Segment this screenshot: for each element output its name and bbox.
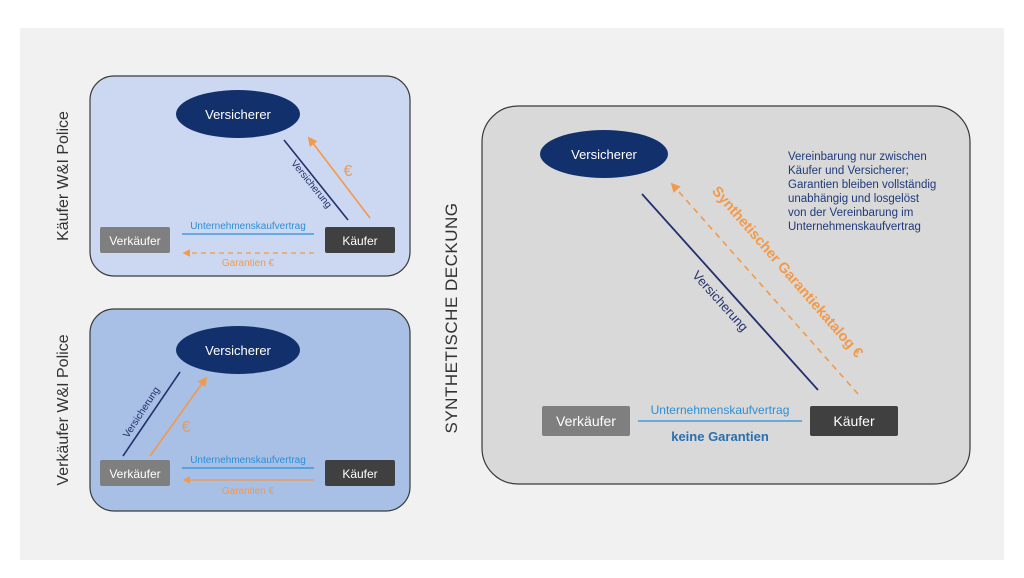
top-contract-label: Unternehmenskaufvertrag: [190, 221, 306, 232]
bottom-buyer-label: Käufer: [342, 467, 377, 481]
seller-policy-side-label: Verkäufer W&I Police: [55, 334, 72, 485]
right-note-line: von der Vereinbarung im: [788, 207, 913, 219]
synthetic-cover-panel: SYNTHETISCHE DECKUNG Versicherer Vereinb…: [442, 105, 971, 485]
right-insurer-label: Versicherer: [571, 147, 637, 162]
top-seller-label: Verkäufer: [109, 234, 160, 248]
bottom-insurer-label: Versicherer: [205, 343, 271, 358]
right-buyer-node: [810, 406, 898, 436]
buyer-policy-side-label: Käufer W&I Police: [55, 111, 72, 241]
buyer-policy-panel-bg: [89, 75, 411, 277]
right-note-line: Vereinbarung nur zwischen: [788, 151, 927, 163]
top-buyer-label: Käufer: [342, 234, 377, 248]
bottom-insurance-line: [122, 371, 181, 457]
bottom-seller-node: [100, 460, 170, 486]
bottom-seller-label: Verkäufer: [109, 467, 160, 481]
right-seller-node: [542, 406, 630, 436]
top-guarantee-label: Garantien €: [222, 258, 275, 269]
top-seller-node: [100, 227, 170, 253]
top-buyer-node: [325, 227, 395, 253]
right-no-guarantees-label: keine Garantien: [671, 429, 769, 444]
right-note-line: Garantien bleiben vollständig: [788, 179, 936, 191]
bottom-buyer-node: [325, 460, 395, 486]
bottom-premium-label: €: [182, 419, 191, 436]
synthetic-cover-panel-bg: [481, 105, 971, 485]
top-insurer-node: [176, 90, 300, 138]
bottom-insurer-node: [176, 326, 300, 374]
right-note: Vereinbarung nur zwischen Käufer und Ver…: [788, 151, 936, 233]
right-note-line: Käufer und Versicherer;: [788, 165, 909, 177]
right-buyer-label: Käufer: [833, 413, 875, 429]
right-synthetic-catalog-arrow: [670, 182, 859, 395]
right-contract-label: Unternehmenskaufvertrag: [651, 403, 790, 417]
top-insurance-line: [283, 139, 349, 221]
bottom-premium-arrow: [149, 376, 208, 457]
synthetic-cover-side-label: SYNTHETISCHE DECKUNG: [442, 202, 461, 433]
right-note-line: Unternehmenskaufvertrag: [788, 221, 921, 233]
bottom-contract-label: Unternehmenskaufvertrag: [190, 455, 306, 466]
top-premium-arrow: [307, 136, 371, 219]
right-insurer-node: [540, 130, 668, 178]
right-note-line: unabhängig und losgelöst: [788, 193, 920, 205]
right-seller-label: Verkäufer: [556, 413, 616, 429]
seller-policy-panel: Verkäufer W&I Police Versicherer Versich…: [55, 308, 411, 512]
bottom-guarantee-label: Garantien €: [222, 486, 275, 497]
diagram-canvas: Käufer W&I Police Versicherer Versicheru…: [20, 28, 1004, 560]
right-insurance-line: [641, 193, 819, 391]
top-premium-label: €: [344, 163, 353, 180]
buyer-policy-panel: Käufer W&I Police Versicherer Versicheru…: [55, 75, 411, 277]
top-insurer-label: Versicherer: [205, 107, 271, 122]
diagram-svg: Käufer W&I Police Versicherer Versicheru…: [55, 75, 971, 512]
